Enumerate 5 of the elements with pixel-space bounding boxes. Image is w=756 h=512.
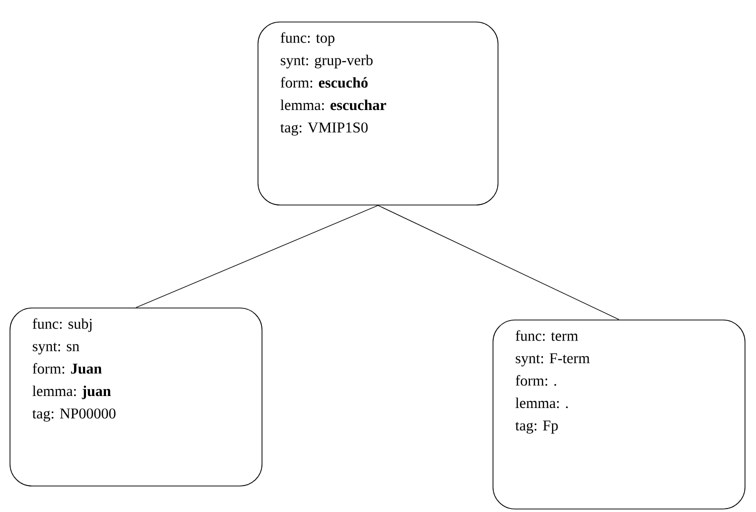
feature-box: func: top synt: grup-verb form: escuchó lemma: escuchar tag: VMIP1S0	[258, 22, 498, 206]
feature-box: func: subj synt: sn form: Juan lemma: juan tag: NP00000	[10, 308, 262, 486]
connector-line	[378, 205, 620, 320]
feature-box: func: term synt: F-term form: . lemma: . tag: Fp	[492, 320, 746, 510]
connector-line	[136, 205, 378, 308]
